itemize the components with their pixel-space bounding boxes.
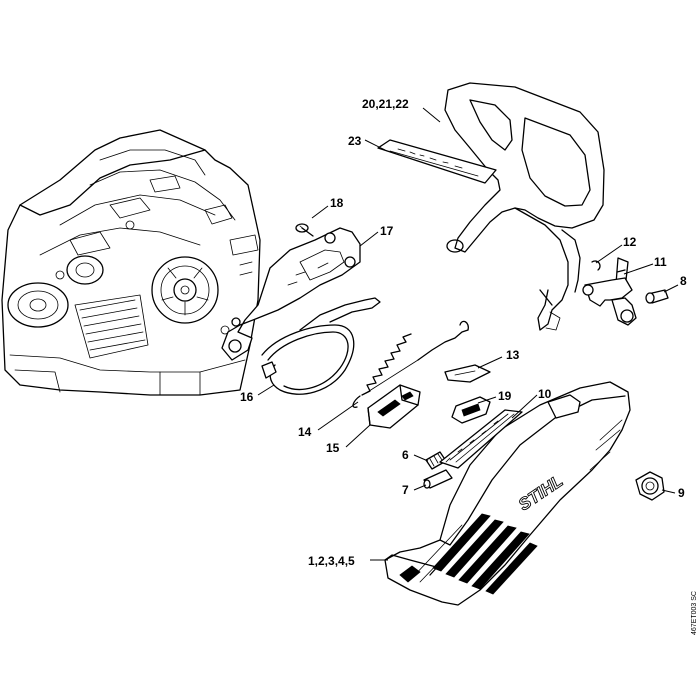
drawing-reference-code: 467ET003 SC (691, 591, 698, 635)
callout-12: 12 (623, 235, 637, 249)
callout-9: 9 (678, 486, 685, 500)
brake-lever-plate (221, 227, 361, 361)
insert-19 (451, 396, 491, 424)
circlip-12 (591, 260, 601, 271)
callout-14: 14 (298, 425, 312, 439)
brake-band (261, 297, 381, 395)
pin-7 (423, 469, 453, 489)
callout-7: 7 (402, 483, 409, 497)
callout-15: 15 (326, 441, 340, 455)
callout-18: 18 (330, 196, 344, 210)
callout-labels: 20,21,22 23 18 17 12 11 8 16 13 14 19 10… (240, 97, 687, 568)
callout-10: 10 (538, 387, 552, 401)
engine-housing (1, 129, 261, 396)
screw-18 (295, 223, 314, 237)
sprocket-cover: STIHL (384, 381, 631, 606)
callout-13: 13 (506, 348, 520, 362)
label-strip (377, 139, 497, 184)
linkage-11 (582, 257, 637, 326)
callout-19: 19 (498, 389, 512, 403)
pin-8 (645, 289, 669, 304)
spring-14 (352, 320, 469, 408)
callout-23: 23 (348, 134, 362, 148)
guide-block-15 (367, 384, 421, 429)
hand-guard (444, 82, 605, 331)
callout-20-21-22: 20,21,22 (362, 97, 409, 111)
callout-6: 6 (402, 448, 409, 462)
callout-11: 11 (654, 255, 667, 269)
plate-13 (444, 364, 491, 383)
callout-1-2-3-4-5: 1,2,3,4,5 (308, 554, 355, 568)
callout-17: 17 (380, 224, 394, 238)
callout-16: 16 (240, 390, 254, 404)
nut-9 (635, 471, 665, 501)
leader-lines (257, 107, 679, 561)
callout-8: 8 (680, 274, 687, 288)
